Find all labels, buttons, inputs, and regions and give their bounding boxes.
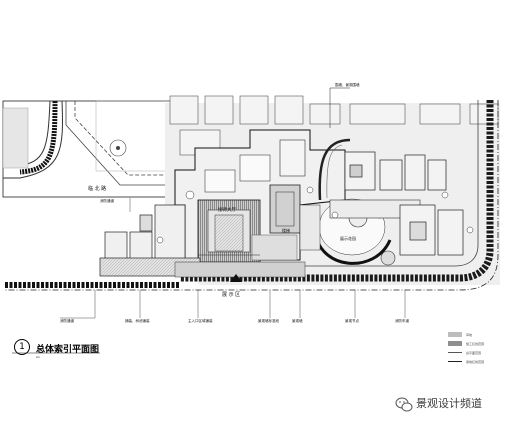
note-bottom-5: 景观墙 (292, 318, 303, 323)
drawing-scale: 1:500 (90, 350, 99, 354)
note-left-top: 消防通道 (100, 198, 114, 203)
note-bottom-1: 消防通道 (60, 318, 74, 323)
left-wing (99, 204, 201, 277)
note-bottom-4: 景观墙标准段 (258, 318, 279, 323)
watermark-text: 景观设计频道 (416, 397, 482, 410)
note-bottom-3: 主入口区域铺装 (188, 318, 213, 323)
legend-label: 用地红线范围 (466, 359, 485, 364)
legend-item: 总平面范围 (448, 348, 484, 357)
entrance-area-label: 展 示 区 (222, 292, 240, 298)
stairs-label: 楼梯 (282, 227, 290, 233)
drawing-number: 1 (14, 339, 30, 355)
road-label: 临 北 路 (88, 185, 106, 192)
legend-item: 用地红线范围 (448, 357, 484, 366)
display-garden-label: 展示花园 (340, 235, 356, 241)
legend-item: 草地 (448, 330, 484, 339)
note-bottom-7: 消防车道 (395, 318, 409, 323)
drawing-subtitle: A1 (36, 355, 40, 359)
main-lobby-label: 接待大厅 (218, 206, 236, 213)
legend-swatch (448, 341, 462, 346)
residential-blocks (344, 151, 464, 256)
entrance-arrow-label: 入口 (244, 276, 252, 281)
inset-map (2, 100, 176, 198)
callout-top-label: 围墙、景观围墙 (335, 82, 360, 87)
bottom-callouts (60, 290, 406, 319)
legend-swatch (448, 332, 462, 337)
legend-label: 草地 (466, 332, 473, 337)
drawing-title: 总体索引平面图 (36, 345, 100, 355)
note-bottom-2: 铺装、树池铺装 (125, 318, 150, 323)
legend-swatch (448, 361, 462, 362)
wechat-icon (395, 397, 413, 412)
legend-label: 施工红线范围 (466, 341, 485, 346)
legend-item: 施工红线范围 (448, 339, 484, 348)
central-complex (174, 129, 346, 263)
legend: 草地施工红线范围总平面范围用地红线范围 (448, 330, 484, 366)
legend-label: 总平面范围 (466, 350, 482, 355)
legend-swatch (448, 352, 462, 353)
note-bottom-6: 景观节点 (345, 318, 359, 323)
tree-symbols (156, 186, 474, 244)
watermark: 景观设计频道 (394, 395, 482, 411)
